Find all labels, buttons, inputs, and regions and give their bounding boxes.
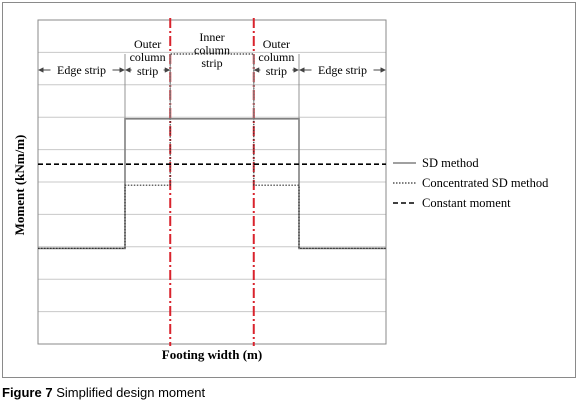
legend: SD method Concentrated SD method Constan… [393, 156, 549, 210]
strip-label-edge-right-bg [311, 63, 374, 77]
figure-caption-text: Simplified design moment [56, 385, 206, 400]
x-axis-label: Footing width (m) [162, 347, 262, 362]
strip-label-edge-left-bg [50, 63, 113, 77]
y-axis-label: Moment (kNm/m) [12, 135, 27, 236]
strip-label-outer-left-3-bg [131, 64, 164, 77]
figure-number: Figure 7 [2, 385, 53, 400]
strip-label-outer-left-3: strip [137, 64, 158, 78]
plot-area-border [37, 19, 387, 345]
grid-lines [38, 51, 386, 313]
series-sd-method-line [38, 118, 386, 250]
strip-label-edge-right: Edge strip [318, 63, 367, 77]
strip-label-outer-right-1: Outer [263, 37, 290, 51]
strip-label-inner-1: Inner [199, 30, 224, 44]
strip-label-outer-left-2: column [130, 50, 166, 64]
strip-label-inner-2: column [194, 43, 230, 57]
series-concentrated-sd-method-line [38, 53, 386, 249]
figure-caption: Figure 7 Simplified design moment [2, 385, 205, 400]
strip-label-outer-right-2: column [258, 50, 294, 64]
strip-label-edge-left: Edge strip [57, 63, 106, 77]
strip-label-inner-3: strip [201, 56, 222, 70]
legend-label-sd-method: SD method [422, 156, 479, 170]
series-group [38, 53, 386, 250]
strip-label-outer-right-3-bg [260, 64, 293, 77]
legend-label-concentrated: Concentrated SD method [422, 176, 549, 190]
strip-label-outer-left-1: Outer [134, 37, 161, 51]
legend-label-constant: Constant moment [422, 196, 511, 210]
strip-label-outer-right-3: strip [266, 64, 287, 78]
